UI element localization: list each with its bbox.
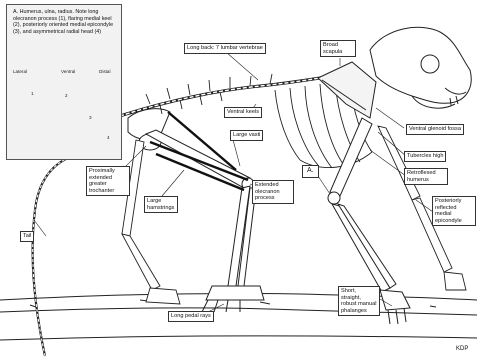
label-large-vasti: Large vasti bbox=[230, 130, 263, 141]
far-hindlimb bbox=[122, 140, 180, 304]
label-marker-a: A. bbox=[302, 165, 319, 178]
inset-num-4: 4 bbox=[107, 135, 110, 140]
inset-view-ventral: Ventral bbox=[61, 69, 75, 74]
label-long-back: Long back: 7 lumbar vertebrae bbox=[184, 43, 266, 54]
label-long-pedal-rays: Long pedal rays bbox=[168, 311, 214, 322]
label-extended-olecranon: Extended olecranon process bbox=[252, 180, 294, 204]
label-posteriorly-reflected-epicondyle: Posteriorly reflected medial epicondyle bbox=[432, 196, 476, 226]
label-proximally-extended-trochanter: Proximally extended greater trochanter bbox=[86, 166, 130, 196]
label-ventral-keels: Ventral keels bbox=[224, 107, 262, 118]
inset-view-lateral: Lateral bbox=[13, 69, 27, 74]
inset-num-3: 3 bbox=[89, 115, 92, 120]
label-tubercles-high: Tubercles high bbox=[404, 151, 446, 162]
label-tail: Tail bbox=[20, 231, 34, 242]
label-ventral-glenoid-fossa: Ventral glenoid fossa bbox=[406, 124, 464, 135]
inset-num-1: 1 bbox=[31, 91, 34, 96]
inset-num-2: 2 bbox=[65, 93, 68, 98]
label-retroflexed-humerus: Retroflexed humerus bbox=[404, 168, 448, 185]
inset-description: A. Humerus, ulna, radius. Note long olec… bbox=[13, 9, 117, 35]
credit-initials: KDP bbox=[456, 346, 468, 352]
skull bbox=[370, 27, 471, 108]
inset-panel: A. Humerus, ulna, radius. Note long olec… bbox=[6, 4, 122, 160]
scapula bbox=[318, 62, 376, 118]
label-manual-phalanges: Short, straight, robust manual phalanges bbox=[338, 286, 380, 316]
inset-view-distal: Distal bbox=[99, 69, 111, 74]
label-large-hamstrings: Large hamstrings bbox=[144, 196, 178, 213]
label-broad-scapula: Broad scapula bbox=[320, 40, 356, 57]
